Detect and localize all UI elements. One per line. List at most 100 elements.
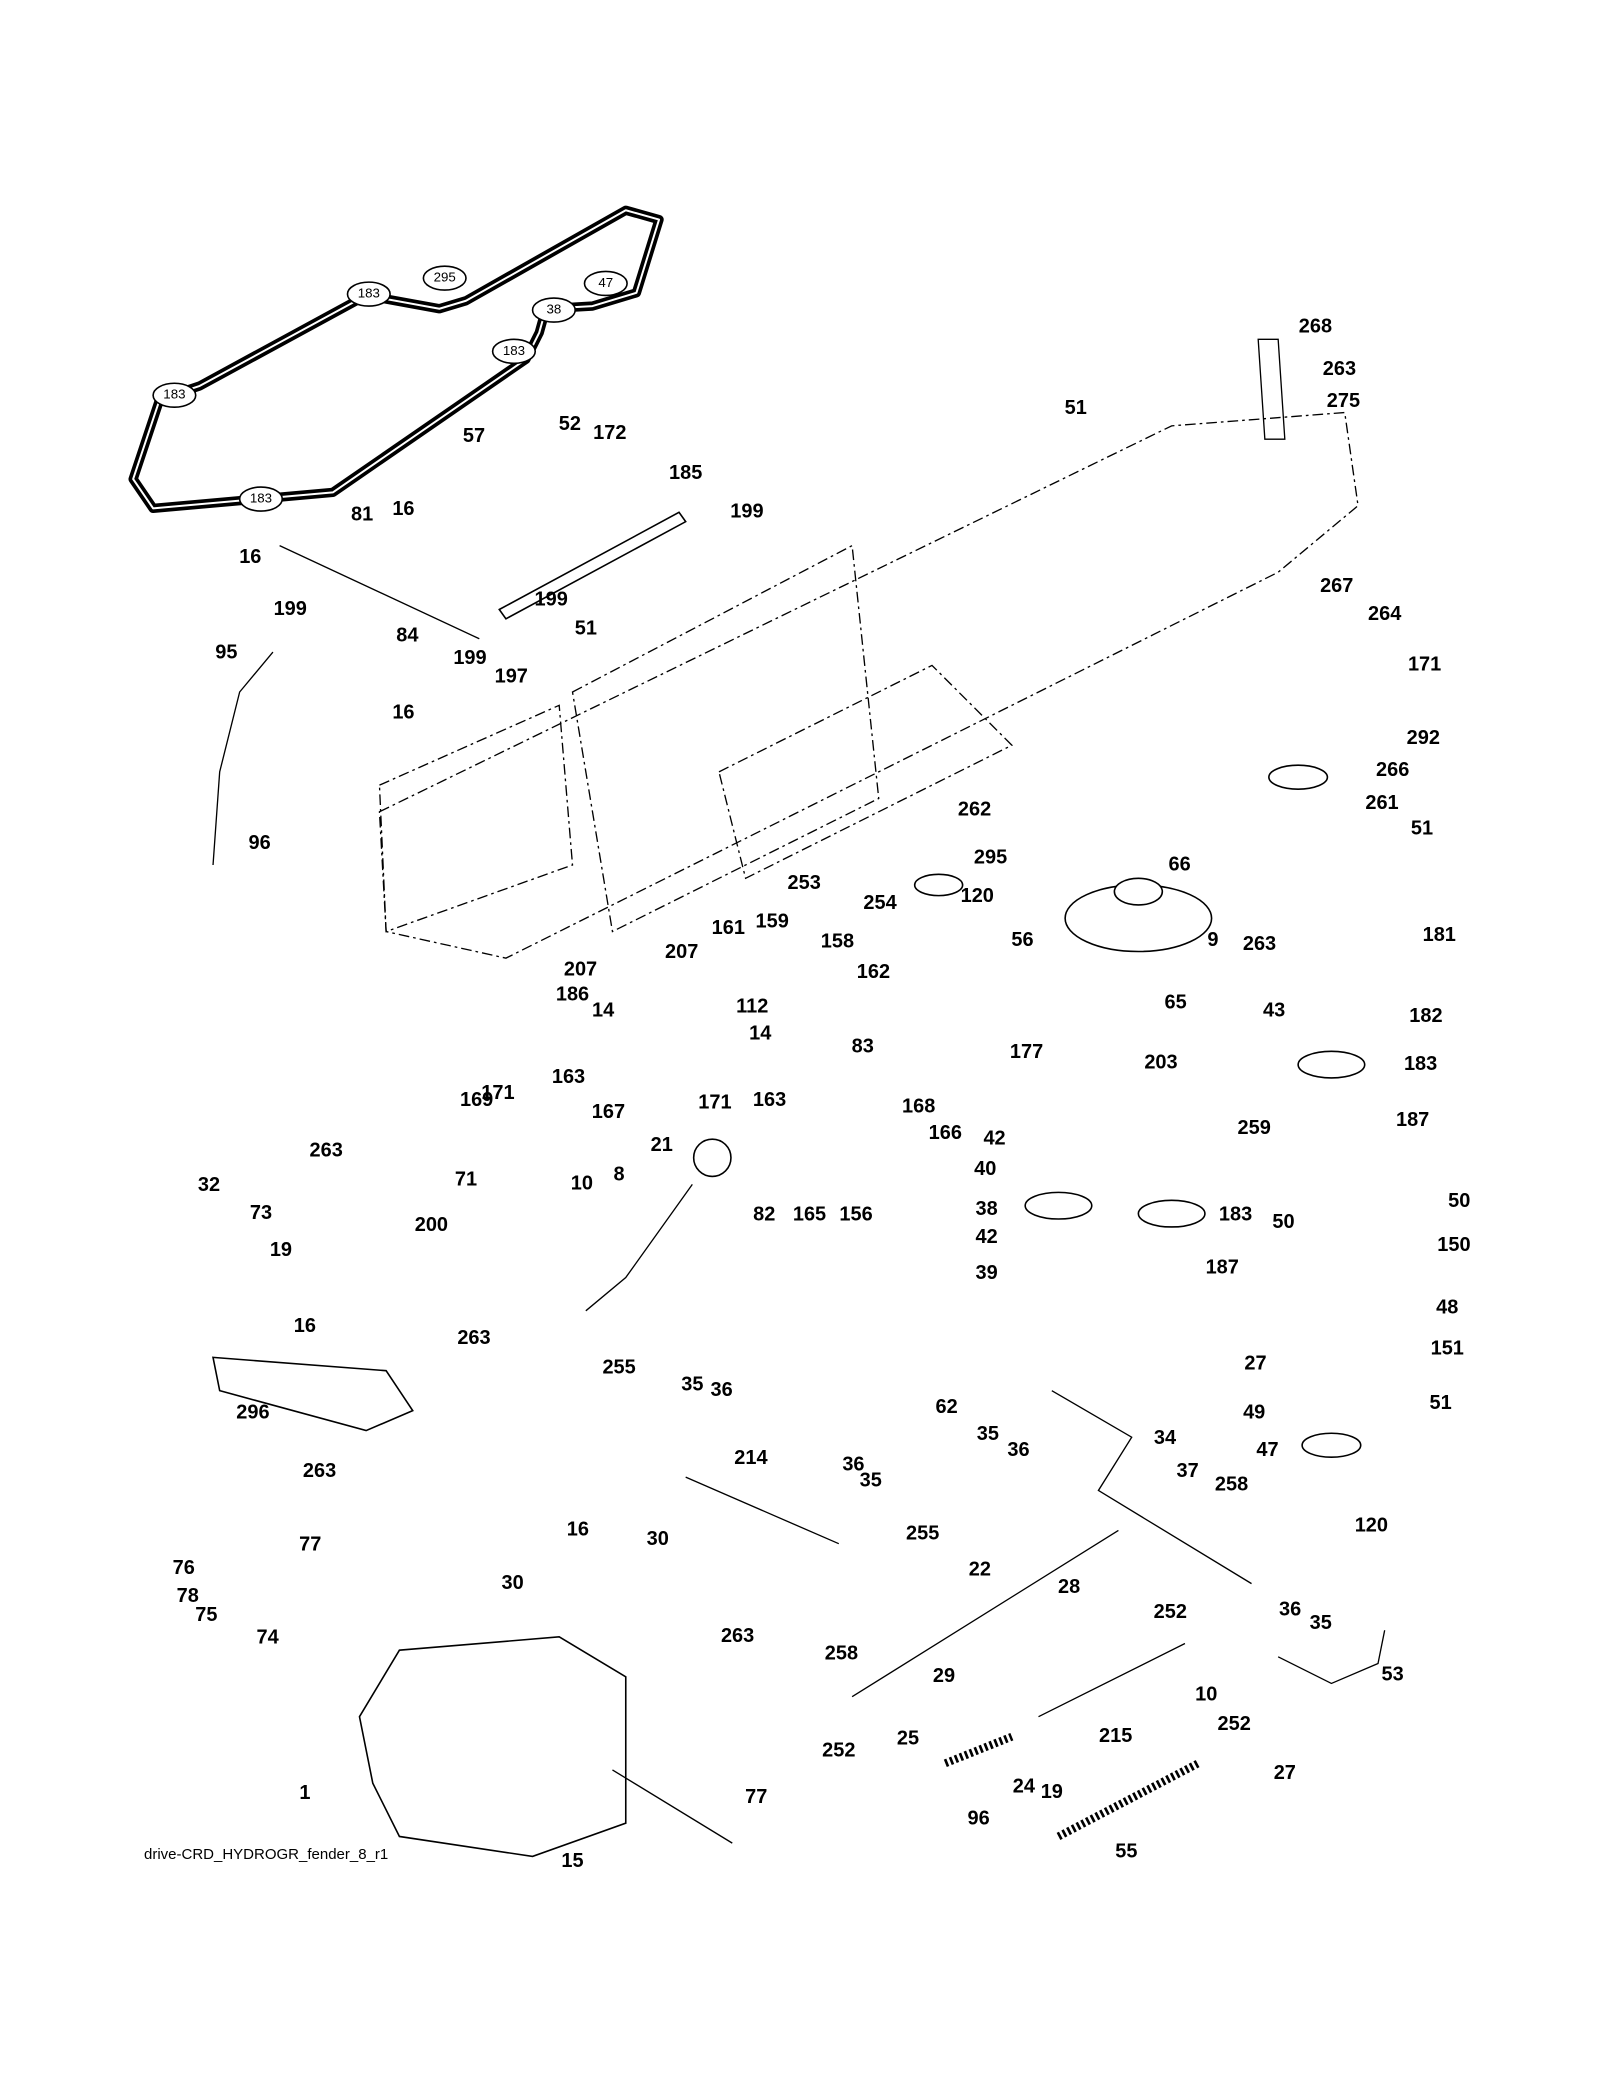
part-callout: 275 (1327, 390, 1360, 412)
part-callout: 261 (1365, 792, 1398, 814)
pulley-47 (1301, 1432, 1362, 1458)
part-callout: 32 (198, 1174, 220, 1196)
part-callout: 172 (593, 422, 626, 444)
part-callout: 47 (1256, 1439, 1278, 1461)
part-callout: 183 (1404, 1053, 1437, 1075)
part-callout: 259 (1238, 1117, 1271, 1139)
belt-pulley-label: 295 (434, 270, 456, 285)
belt-pulley (491, 338, 537, 365)
pulley-266 (1268, 764, 1329, 790)
part-callout: 50 (1448, 1190, 1470, 1212)
part-callout: 35 (1310, 1612, 1332, 1634)
part-callout: 10 (1195, 1684, 1217, 1706)
part-callout: 296 (236, 1402, 269, 1424)
part-callout: 169 (460, 1089, 493, 1111)
drawing-caption: drive-CRD_HYDROGR_fender_8_r1 (144, 1846, 389, 1863)
part-callout: 199 (453, 647, 486, 669)
part-callout: 215 (1099, 1725, 1132, 1747)
part-callout: 36 (842, 1453, 864, 1475)
part-callout: 266 (1376, 759, 1409, 781)
knob-21 (692, 1138, 732, 1178)
part-callout: 203 (1144, 1052, 1177, 1074)
part-callout: 77 (745, 1786, 767, 1808)
part-callout: 73 (250, 1202, 272, 1224)
belt-pulley (346, 281, 391, 307)
part-callout: 199 (535, 588, 568, 610)
belt-pulley (531, 297, 576, 323)
part-callout: 171 (698, 1091, 731, 1113)
part-callout: 150 (1437, 1234, 1470, 1256)
part-callout: 263 (310, 1139, 343, 1161)
drawing-lines (128, 205, 1386, 1858)
part-callout: 57 (463, 425, 485, 447)
part-callout: 112 (736, 996, 768, 1018)
part-callout: 263 (721, 1625, 754, 1647)
pulley-9-hub (1113, 877, 1164, 906)
part-callout: 263 (303, 1460, 336, 1482)
belt-pulley-label: 183 (503, 343, 525, 358)
belt-pulley-label: 183 (250, 491, 272, 506)
part-callout: 16 (294, 1315, 316, 1337)
pulley-183-b (1137, 1199, 1206, 1228)
part-callout: 51 (575, 618, 597, 640)
part-callout: 36 (711, 1379, 733, 1401)
bracket-296 (212, 1356, 414, 1432)
belt-pulley (583, 270, 628, 297)
part-callout: 258 (825, 1642, 858, 1664)
part-callout: 14 (592, 1000, 614, 1022)
part-callout: 252 (822, 1740, 855, 1762)
part-callout: 40 (974, 1158, 996, 1180)
part-callout: 38 (975, 1198, 997, 1220)
part-callout: 254 (863, 892, 896, 914)
part-callout: 35 (681, 1374, 703, 1396)
part-callout: 66 (1169, 853, 1191, 875)
part-callout: 163 (552, 1066, 585, 1088)
part-callout: 187 (1396, 1109, 1429, 1131)
belt-pulley-label: 38 (546, 302, 561, 317)
chain-268 (1257, 338, 1286, 440)
part-callout: 199 (274, 598, 307, 620)
part-callout: 39 (975, 1262, 997, 1284)
part-callout: 19 (1041, 1781, 1063, 1803)
part-callout: 16 (239, 546, 261, 568)
part-callout: 49 (1243, 1402, 1265, 1424)
rod-8 (585, 1184, 693, 1312)
part-callout: 183 (1219, 1203, 1252, 1225)
drive-belt (128, 205, 664, 514)
part-callout: 199 (730, 501, 763, 523)
part-callout: 75 (195, 1604, 217, 1626)
part-callout: 35 (860, 1469, 882, 1491)
part-callout: 255 (906, 1523, 939, 1545)
part-callout: 27 (1244, 1352, 1266, 1374)
part-callout: 78 (177, 1585, 199, 1607)
part-callout: 14 (749, 1022, 771, 1044)
part-callout: 55 (1115, 1841, 1137, 1863)
part-callout: 21 (651, 1134, 673, 1156)
part-callout: 162 (857, 961, 890, 983)
part-callout: 25 (897, 1728, 919, 1750)
pulley-38 (1024, 1191, 1093, 1220)
part-callout: 295 (974, 847, 1007, 869)
part-callout: 43 (1263, 1000, 1285, 1022)
part-callout: 156 (839, 1203, 872, 1225)
pulley-183-a (1297, 1050, 1366, 1079)
part-callout: 42 (983, 1127, 1005, 1149)
part-callout: 42 (975, 1226, 997, 1248)
part-callout: 252 (1218, 1713, 1251, 1735)
part-callout: 182 (1409, 1005, 1442, 1027)
drive-belt-inner (132, 209, 661, 510)
part-callout: 77 (299, 1533, 321, 1555)
part-callout: 171 (1408, 654, 1441, 676)
part-callout: 52 (559, 413, 581, 435)
part-callout: 197 (495, 666, 528, 688)
part-callout: 65 (1165, 992, 1187, 1014)
part-callout: 37 (1177, 1460, 1199, 1482)
part-callout: 177 (1010, 1041, 1043, 1063)
part-callout: 56 (1011, 929, 1033, 951)
part-callout: 15 (561, 1850, 583, 1872)
belt-pulley-label: 47 (598, 275, 613, 290)
part-callout: 95 (215, 642, 237, 664)
part-callout: 50 (1272, 1211, 1294, 1233)
part-callout: 267 (1320, 575, 1353, 597)
